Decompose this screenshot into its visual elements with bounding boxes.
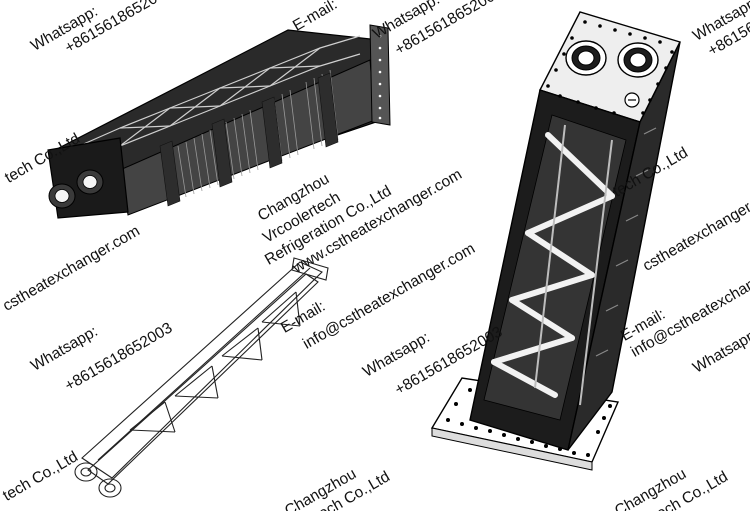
horizontal-heat-exchanger (47, 24, 391, 219)
lineart-heat-exchanger (74, 257, 329, 498)
inlet-nozzles (48, 169, 104, 209)
vertical-heat-exchanger (430, 11, 681, 471)
top-ports (565, 40, 659, 108)
